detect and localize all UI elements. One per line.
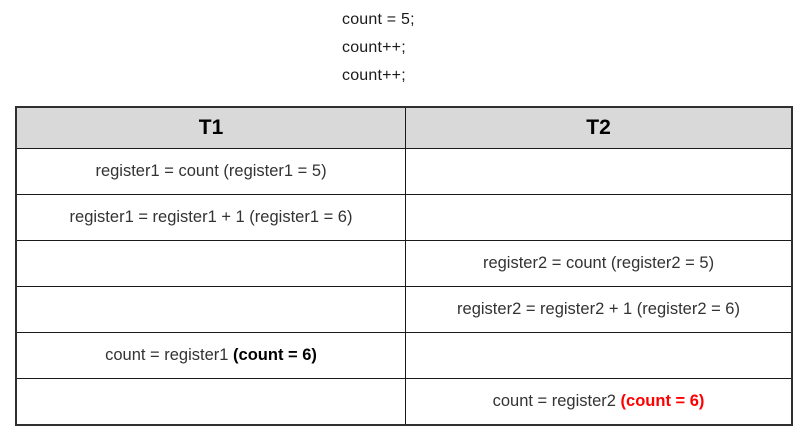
cell-t1-step6	[15, 378, 407, 426]
cell-t1-step4	[15, 286, 407, 333]
cell-text: register1 = count (register1 = 5)	[95, 162, 327, 180]
code-line-2: count++;	[342, 39, 406, 56]
code-snippet: count = 5; count++; count++;	[342, 6, 415, 90]
cell-t1-step1: register1 = count (register1 = 5)	[15, 148, 407, 195]
cell-text: count = register2	[492, 392, 621, 410]
column-header-t2: T2	[405, 106, 793, 149]
cell-text-emphasis: (count = 6)	[233, 346, 317, 364]
cell-t1-step5: count = register1 (count = 6)	[15, 332, 407, 379]
cell-text: register2 = count (register2 = 5)	[482, 254, 715, 272]
column-header-t1: T1	[15, 106, 407, 149]
table-row: register1 = count (register1 = 5)	[15, 148, 793, 195]
table-row: count = register2 (count = 6)	[15, 378, 793, 426]
cell-text: count = register1	[105, 346, 234, 364]
cell-t2-step2	[405, 194, 793, 241]
table-row: register1 = register1 + 1 (register1 = 6…	[15, 194, 793, 241]
code-line-1: count = 5;	[342, 11, 415, 28]
cell-t2-step1	[405, 148, 793, 195]
cell-t2-step5	[405, 332, 793, 379]
cell-t2-step4: register2 = register2 + 1 (register2 = 6…	[405, 286, 793, 333]
cell-text-emphasis-red: (count = 6)	[620, 392, 705, 410]
cell-t1-step2: register1 = register1 + 1 (register1 = 6…	[15, 194, 407, 241]
thread-interleaving-table: T1 T2 register1 = count (register1 = 5) …	[15, 106, 793, 426]
cell-text: register2 = register2 + 1 (register2 = 6…	[457, 300, 740, 318]
cell-t1-step3	[15, 240, 407, 287]
header-row: T1 T2	[15, 106, 793, 149]
cell-t2-step3: register2 = count (register2 = 5)	[405, 240, 793, 287]
table-row: count = register1 (count = 6)	[15, 332, 793, 379]
cell-t2-step6: count = register2 (count = 6)	[405, 378, 793, 426]
cell-text: register1 = register1 + 1 (register1 = 6…	[69, 208, 353, 226]
table-row: register2 = count (register2 = 5)	[15, 240, 793, 287]
table-row: register2 = register2 + 1 (register2 = 6…	[15, 286, 793, 333]
code-line-3: count++;	[342, 67, 406, 84]
